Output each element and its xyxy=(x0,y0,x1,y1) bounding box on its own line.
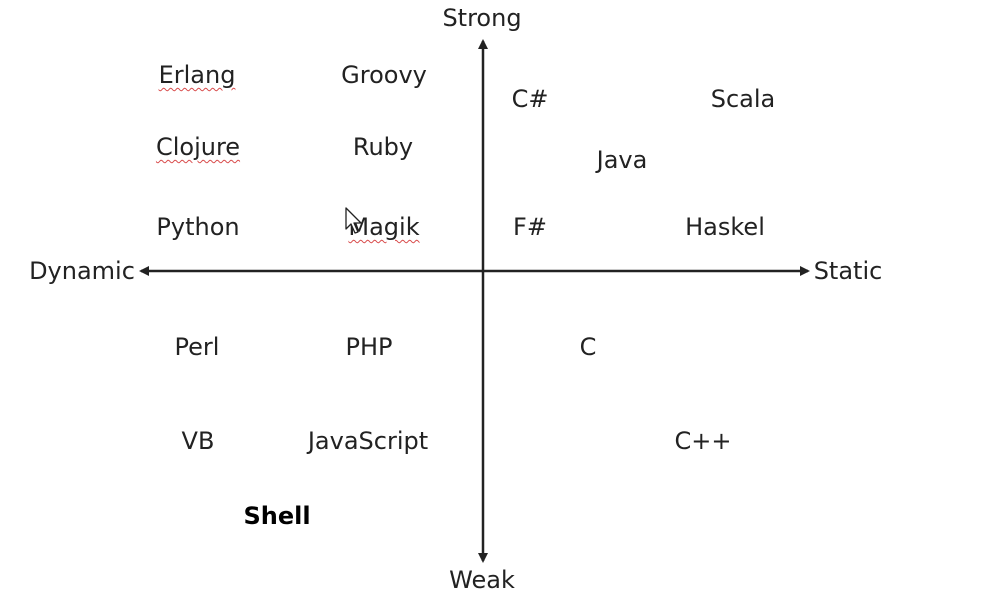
language-label: Erlang xyxy=(158,61,236,89)
axis-label-weak: Weak xyxy=(449,566,515,594)
language-label: PHP xyxy=(345,333,393,361)
axis-label-dynamic: Dynamic xyxy=(29,257,135,285)
language-label: Perl xyxy=(174,333,220,361)
language-label: JavaScript xyxy=(307,427,429,455)
language-label: C++ xyxy=(674,427,732,455)
language-label: Python xyxy=(156,213,240,241)
axis-label-static: Static xyxy=(813,257,883,285)
language-label: Groovy xyxy=(341,61,427,89)
language-label: Scala xyxy=(710,85,776,113)
language-label: Haskel xyxy=(685,213,765,241)
language-label: C xyxy=(579,333,597,361)
language-label: C# xyxy=(511,85,549,113)
mouse-pointer-icon xyxy=(345,207,362,234)
language-label: Java xyxy=(596,146,648,174)
language-label: F# xyxy=(513,213,547,241)
language-label: Magik xyxy=(348,213,420,241)
axis-label-strong: Strong xyxy=(442,4,522,32)
language-label: VB xyxy=(181,427,215,455)
language-label: Clojure xyxy=(155,133,241,161)
language-label: Shell xyxy=(243,502,311,530)
language-label: Ruby xyxy=(352,133,414,161)
